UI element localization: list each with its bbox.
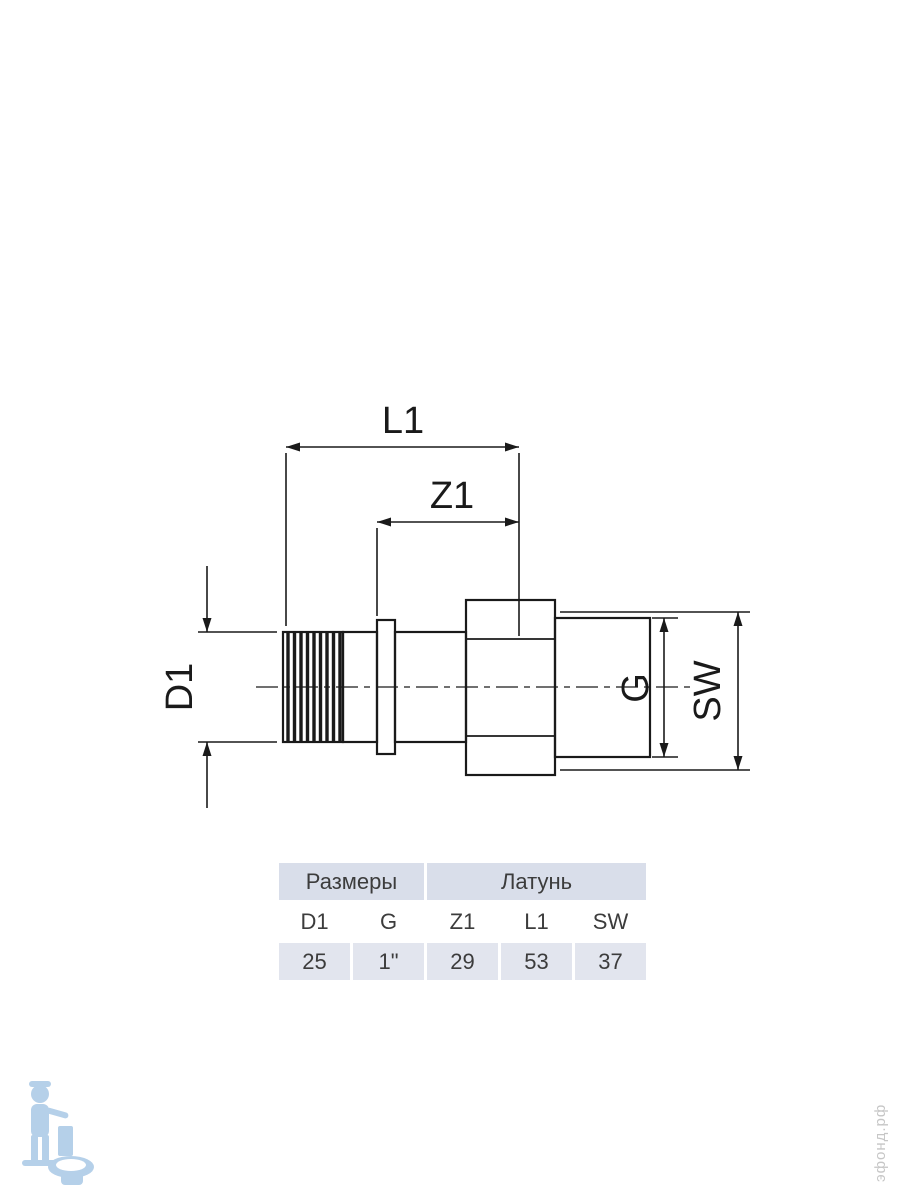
- fitting-outline: [281, 598, 652, 777]
- dim-g: [652, 617, 678, 758]
- label-g: G: [615, 673, 657, 703]
- table-col-g: G: [353, 903, 424, 940]
- watermark-text: эфонд.рф: [872, 1103, 889, 1182]
- table-col-l1: L1: [501, 903, 572, 940]
- table-val-l1: 53: [501, 943, 572, 980]
- label-sw: SW: [687, 660, 729, 721]
- table-col-sw: SW: [575, 903, 646, 940]
- table-column-header-row: D1 G Z1 L1 SW: [279, 903, 646, 940]
- dim-l1: [285, 442, 520, 636]
- table-val-z1: 29: [427, 943, 498, 980]
- table-val-d1: 25: [279, 943, 350, 980]
- table-group-sizes: Размеры: [279, 863, 424, 900]
- table-val-sw: 37: [575, 943, 646, 980]
- table-value-row: 25 1" 29 53 37: [279, 943, 646, 980]
- label-z1: Z1: [430, 475, 474, 517]
- rib-lines: [286, 632, 342, 742]
- table-col-z1: Z1: [427, 903, 498, 940]
- table-group-material: Латунь: [427, 863, 646, 900]
- spec-table: Размеры Латунь D1 G Z1 L1 SW 25 1" 29 53…: [276, 860, 649, 983]
- table-group-header-row: Размеры Латунь: [279, 863, 646, 900]
- label-l1: L1: [382, 400, 424, 442]
- table-col-d1: D1: [279, 903, 350, 940]
- hex-flat-lines: [466, 638, 555, 737]
- dim-sw: [560, 611, 750, 771]
- table-val-g: 1": [353, 943, 424, 980]
- label-d1: D1: [159, 663, 201, 712]
- dim-z1: [376, 517, 519, 616]
- male-thread-end: [553, 616, 652, 759]
- watermark-plumber-logo: [22, 1081, 94, 1185]
- dim-d1: [198, 566, 277, 808]
